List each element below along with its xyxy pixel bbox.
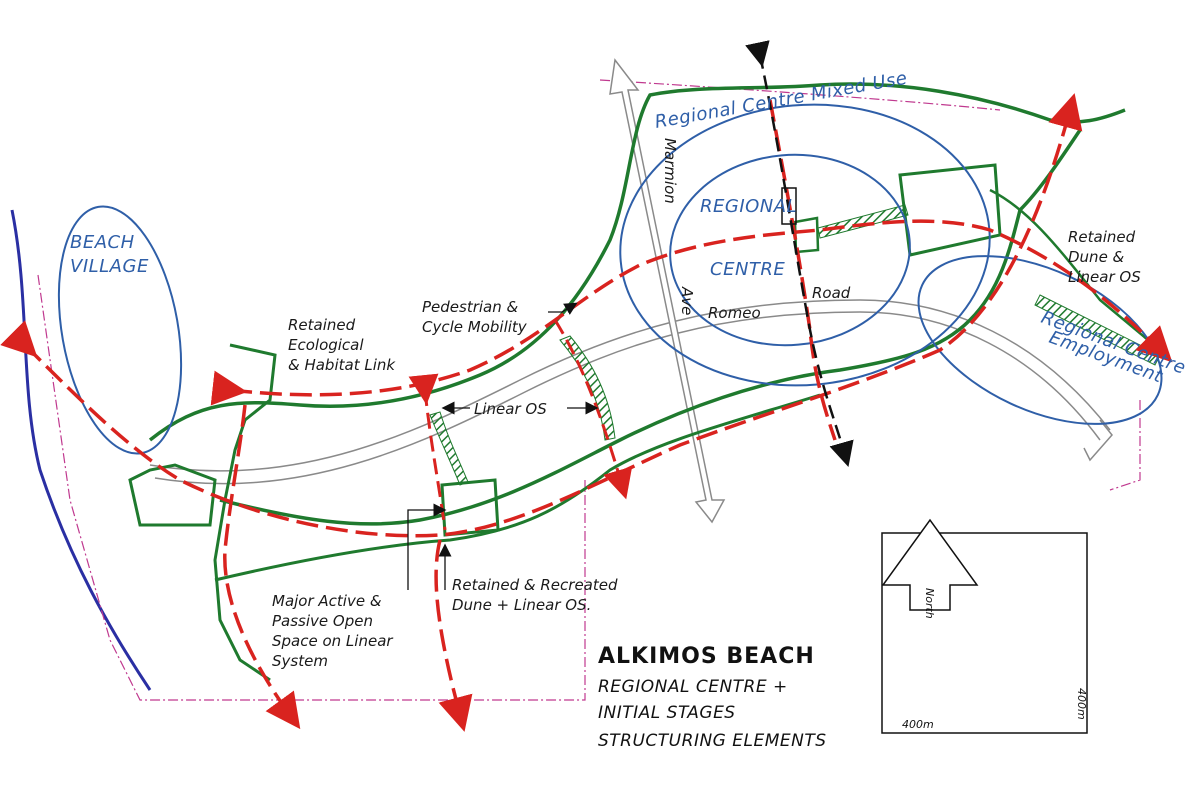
regional-centre-inner-oval (669, 153, 911, 347)
subtitle-line-2: INITIAL STAGES (598, 703, 736, 723)
label-retained-dune-1: Retained (1068, 228, 1136, 246)
label-major-active-4: System (272, 652, 328, 670)
subtitle-line-3: STRUCTURING ELEMENTS (598, 731, 827, 751)
black-axis (745, 40, 854, 468)
label-centre: CENTRE (710, 259, 785, 280)
hatch-linear-os-west (429, 411, 469, 486)
label-road: Road (812, 284, 851, 302)
label-retained-recreated-2: Dune + Linear OS. (452, 596, 591, 614)
green-habitat-box (128, 463, 217, 527)
label-ave: Ave (678, 286, 696, 315)
red-route-south (434, 539, 473, 732)
label-regional-centre-mixed-use: Regional Centre Mixed Use (653, 68, 909, 133)
scale-label-vertical: 400m (1075, 688, 1088, 720)
label-retained-recreated-1: Retained & Recreated (452, 576, 618, 594)
red-route-west-south (223, 404, 301, 730)
label-romeo: Romeo (708, 304, 761, 322)
label-ecological-2: Ecological (288, 336, 364, 354)
red-route-ped (553, 319, 633, 500)
label-regional: REGIONAL (700, 196, 797, 217)
label-major-active-2: Passive Open (272, 612, 373, 630)
label-retained-dune-2: Dune & (1068, 248, 1125, 266)
diagram-title: ALKIMOS BEACH (598, 644, 815, 669)
label-pedestrian-1: Pedestrian & (422, 298, 519, 316)
leader-major-active (407, 503, 447, 590)
green-corridor-lower (214, 393, 821, 582)
east-road-arrow (1083, 419, 1113, 462)
label-ecological-3: & Habitat Link (288, 356, 396, 374)
green-centre-box (793, 216, 820, 254)
label-pedestrian-2: Cycle Mobility (422, 318, 528, 336)
employment-oval (917, 255, 1163, 425)
label-ecological-1: Retained (288, 316, 356, 334)
north-arrow (881, 518, 979, 611)
north-label: North (923, 588, 936, 619)
leader-pedestrian (548, 302, 578, 315)
scale-box (881, 532, 1088, 734)
label-marmion: Marmion (661, 138, 679, 204)
label-major-active-1: Major Active & (272, 592, 382, 610)
label-beach-village-1: BEACH (70, 232, 135, 253)
centre-node (781, 187, 797, 225)
green-west-link (213, 343, 277, 682)
label-beach-village-2: VILLAGE (70, 256, 149, 277)
label-linear-os: Linear OS (474, 400, 547, 418)
label-major-active-3: Space on Linear (272, 632, 393, 650)
red-route-linear-os (408, 373, 447, 531)
label-retained-dune-3: Linear OS (1068, 268, 1141, 286)
subtitle-line-1: REGIONAL CENTRE + (598, 677, 788, 697)
coastline (10, 209, 152, 691)
scale-label-horizontal: 400m (902, 718, 934, 731)
